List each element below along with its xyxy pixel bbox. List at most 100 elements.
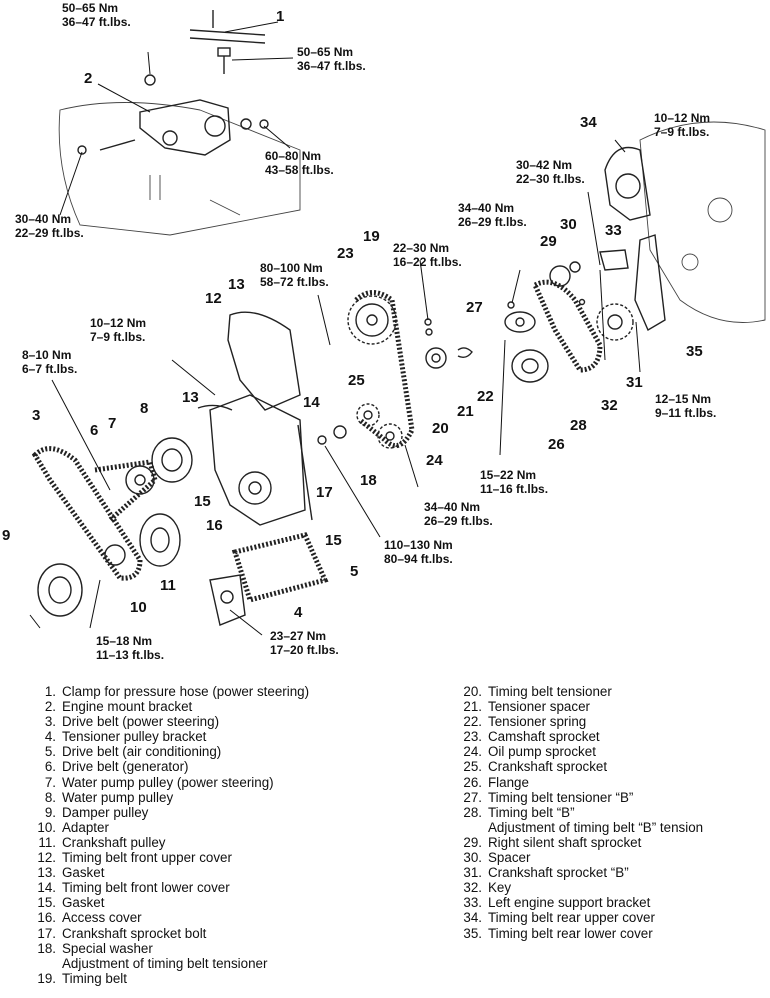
legend-item: 17.Crankshaft sprocket bolt [37,925,207,941]
callout-31: 31 [626,374,643,391]
parts-legend-right: 20.Timing belt tensioner 21.Tensioner sp… [456,684,703,941]
callout-5: 5 [350,563,358,580]
torque-spec: 10–12 Nm 7–9 ft.lbs. [90,316,146,344]
torque-spec: 15–22 Nm 11–16 ft.lbs. [480,468,548,496]
svg-text:36–47 ft.lbs.: 36–47 ft.lbs. [62,15,131,29]
svg-text:26–29 ft.lbs.: 26–29 ft.lbs. [424,514,493,528]
legend-item: 34.Timing belt rear upper cover [463,910,655,926]
gasket-13 [197,404,233,411]
legend-item: 19.Timing belt [37,970,127,986]
callout-30: 30 [560,216,577,233]
callout-3: 3 [32,407,40,424]
svg-text:30–42 Nm: 30–42 Nm [516,158,572,172]
legend-item: 9.Damper pulley [44,804,149,820]
oil-pump-sprocket [377,423,403,449]
callouts: 1 2 3 4 5 6 7 8 9 10 11 12 13 13 14 15 1… [2,8,703,621]
torque-spec: 110–130 Nm 80–94 ft.lbs. [384,538,453,566]
svg-text:60–80 Nm: 60–80 Nm [265,149,321,163]
callout-26: 26 [548,436,565,453]
svg-text:10–12 Nm: 10–12 Nm [90,316,146,330]
legend-item: 22.Tensioner spring [463,714,587,730]
svg-text:58–72 ft.lbs.: 58–72 ft.lbs. [260,275,329,289]
front-upper-cover [227,311,301,411]
camshaft-sprocket [347,295,397,345]
svg-text:22–30 Nm: 22–30 Nm [393,241,449,255]
callout-27: 27 [466,299,483,316]
svg-text:22–30 ft.lbs.: 22–30 ft.lbs. [516,172,585,186]
legend-item: 32.Key [463,880,512,896]
drive-belt-air-conditioning [231,532,329,604]
svg-text:11–16 ft.lbs.: 11–16 ft.lbs. [480,482,548,496]
torque-spec: 80–100 Nm 58–72 ft.lbs. [260,261,329,289]
drive-belt-power-steering [31,446,143,581]
torque-spec: 30–40 Nm 22–29 ft.lbs. [15,212,84,240]
torque-spec: 50–65 Nm 36–47 ft.lbs. [62,1,131,29]
callout-18: 18 [360,472,377,489]
left-engine-support-bracket [599,249,629,271]
flange [511,349,549,383]
svg-text:8–10 Nm: 8–10 Nm [22,348,71,362]
callout-34: 34 [580,114,597,131]
callout-35: 35 [686,343,703,360]
legend-item: 35.Timing belt rear lower cover [463,925,653,941]
svg-text:110–130 Nm: 110–130 Nm [384,538,453,552]
legend-item: 24.Oil pump sprocket [463,744,596,760]
callout-13: 13 [228,276,245,293]
tensioner-b [504,301,536,333]
pump-pulley-ps [125,465,155,495]
legend-item: 10.Adapter [37,819,109,835]
svg-text:9–11 ft.lbs.: 9–11 ft.lbs. [655,406,716,420]
callout-23: 23 [337,245,354,262]
svg-text:30–40 Nm: 30–40 Nm [15,212,71,226]
legend-item: 27.Timing belt tensioner “B” [463,789,634,805]
legend-item: 1.Clamp for pressure hose (power steerin… [44,684,310,699]
legend-item: 33.Left engine support bracket [463,895,651,911]
svg-text:26–29 ft.lbs.: 26–29 ft.lbs. [458,215,527,229]
legend-item: 2.Engine mount bracket [44,699,193,715]
leader-lines [29,21,641,636]
legend-item: 20.Timing belt tensioner [463,684,612,699]
callout-29: 29 [540,233,557,250]
crankshaft-pulley [139,513,181,567]
special-washer [317,425,347,445]
timing-belt [354,290,415,449]
callout-17: 17 [316,484,333,501]
torque-spec: 15–18 Nm 11–13 ft.lbs. [96,634,164,662]
torque-spec: 10–12 Nm 7–9 ft.lbs. [654,111,710,139]
torque-specs: 50–65 Nm 36–47 ft.lbs. 50–65 Nm 36–47 ft… [15,1,716,662]
legend-item: 12.Timing belt front upper cover [37,850,232,866]
legend-item: 23.Camshaft sprocket [463,729,600,745]
callout-14: 14 [303,394,320,411]
svg-text:43–58 ft.lbs.: 43–58 ft.lbs. [265,163,334,177]
damper-pulley [37,563,83,617]
callout-10: 10 [130,599,147,616]
legend-item: 21.Tensioner spacer [463,699,590,715]
svg-text:11–13 ft.lbs.: 11–13 ft.lbs. [96,648,164,662]
callout-8: 8 [140,400,148,417]
torque-spec: 12–15 Nm 9–11 ft.lbs. [655,392,716,420]
svg-text:7–9 ft.lbs.: 7–9 ft.lbs. [654,125,709,139]
callout-33: 33 [605,222,622,239]
legend-item: 5.Drive belt (air conditioning) [44,744,222,760]
callout-22: 22 [477,388,494,405]
crankshaft-sprocket [356,403,380,427]
callout-24: 24 [426,452,443,469]
svg-text:16–22 ft.lbs.: 16–22 ft.lbs. [393,255,462,269]
callout-6: 6 [90,422,98,439]
torque-spec: 34–40 Nm 26–29 ft.lbs. [458,201,527,229]
rear-upper-cover [604,146,651,221]
callout-28: 28 [570,417,587,434]
torque-spec: 34–40 Nm 26–29 ft.lbs. [424,500,493,528]
callout-15b: 15 [325,532,342,549]
legend-item: 11.Crankshaft pulley [38,834,166,850]
callout-32: 32 [601,397,618,414]
legend-item: 28.Timing belt “B”Adjustment of timing b… [463,804,704,835]
legend-item: 8.Water pump pulley [44,789,174,805]
legend-item: 14.Timing belt front lower cover [37,880,230,896]
torque-spec: 50–65 Nm 36–47 ft.lbs. [297,45,366,73]
right-silent-shaft-sprocket [549,261,581,287]
callout-21: 21 [457,403,474,420]
callout-7: 7 [108,415,116,432]
svg-text:80–94 ft.lbs.: 80–94 ft.lbs. [384,552,453,566]
